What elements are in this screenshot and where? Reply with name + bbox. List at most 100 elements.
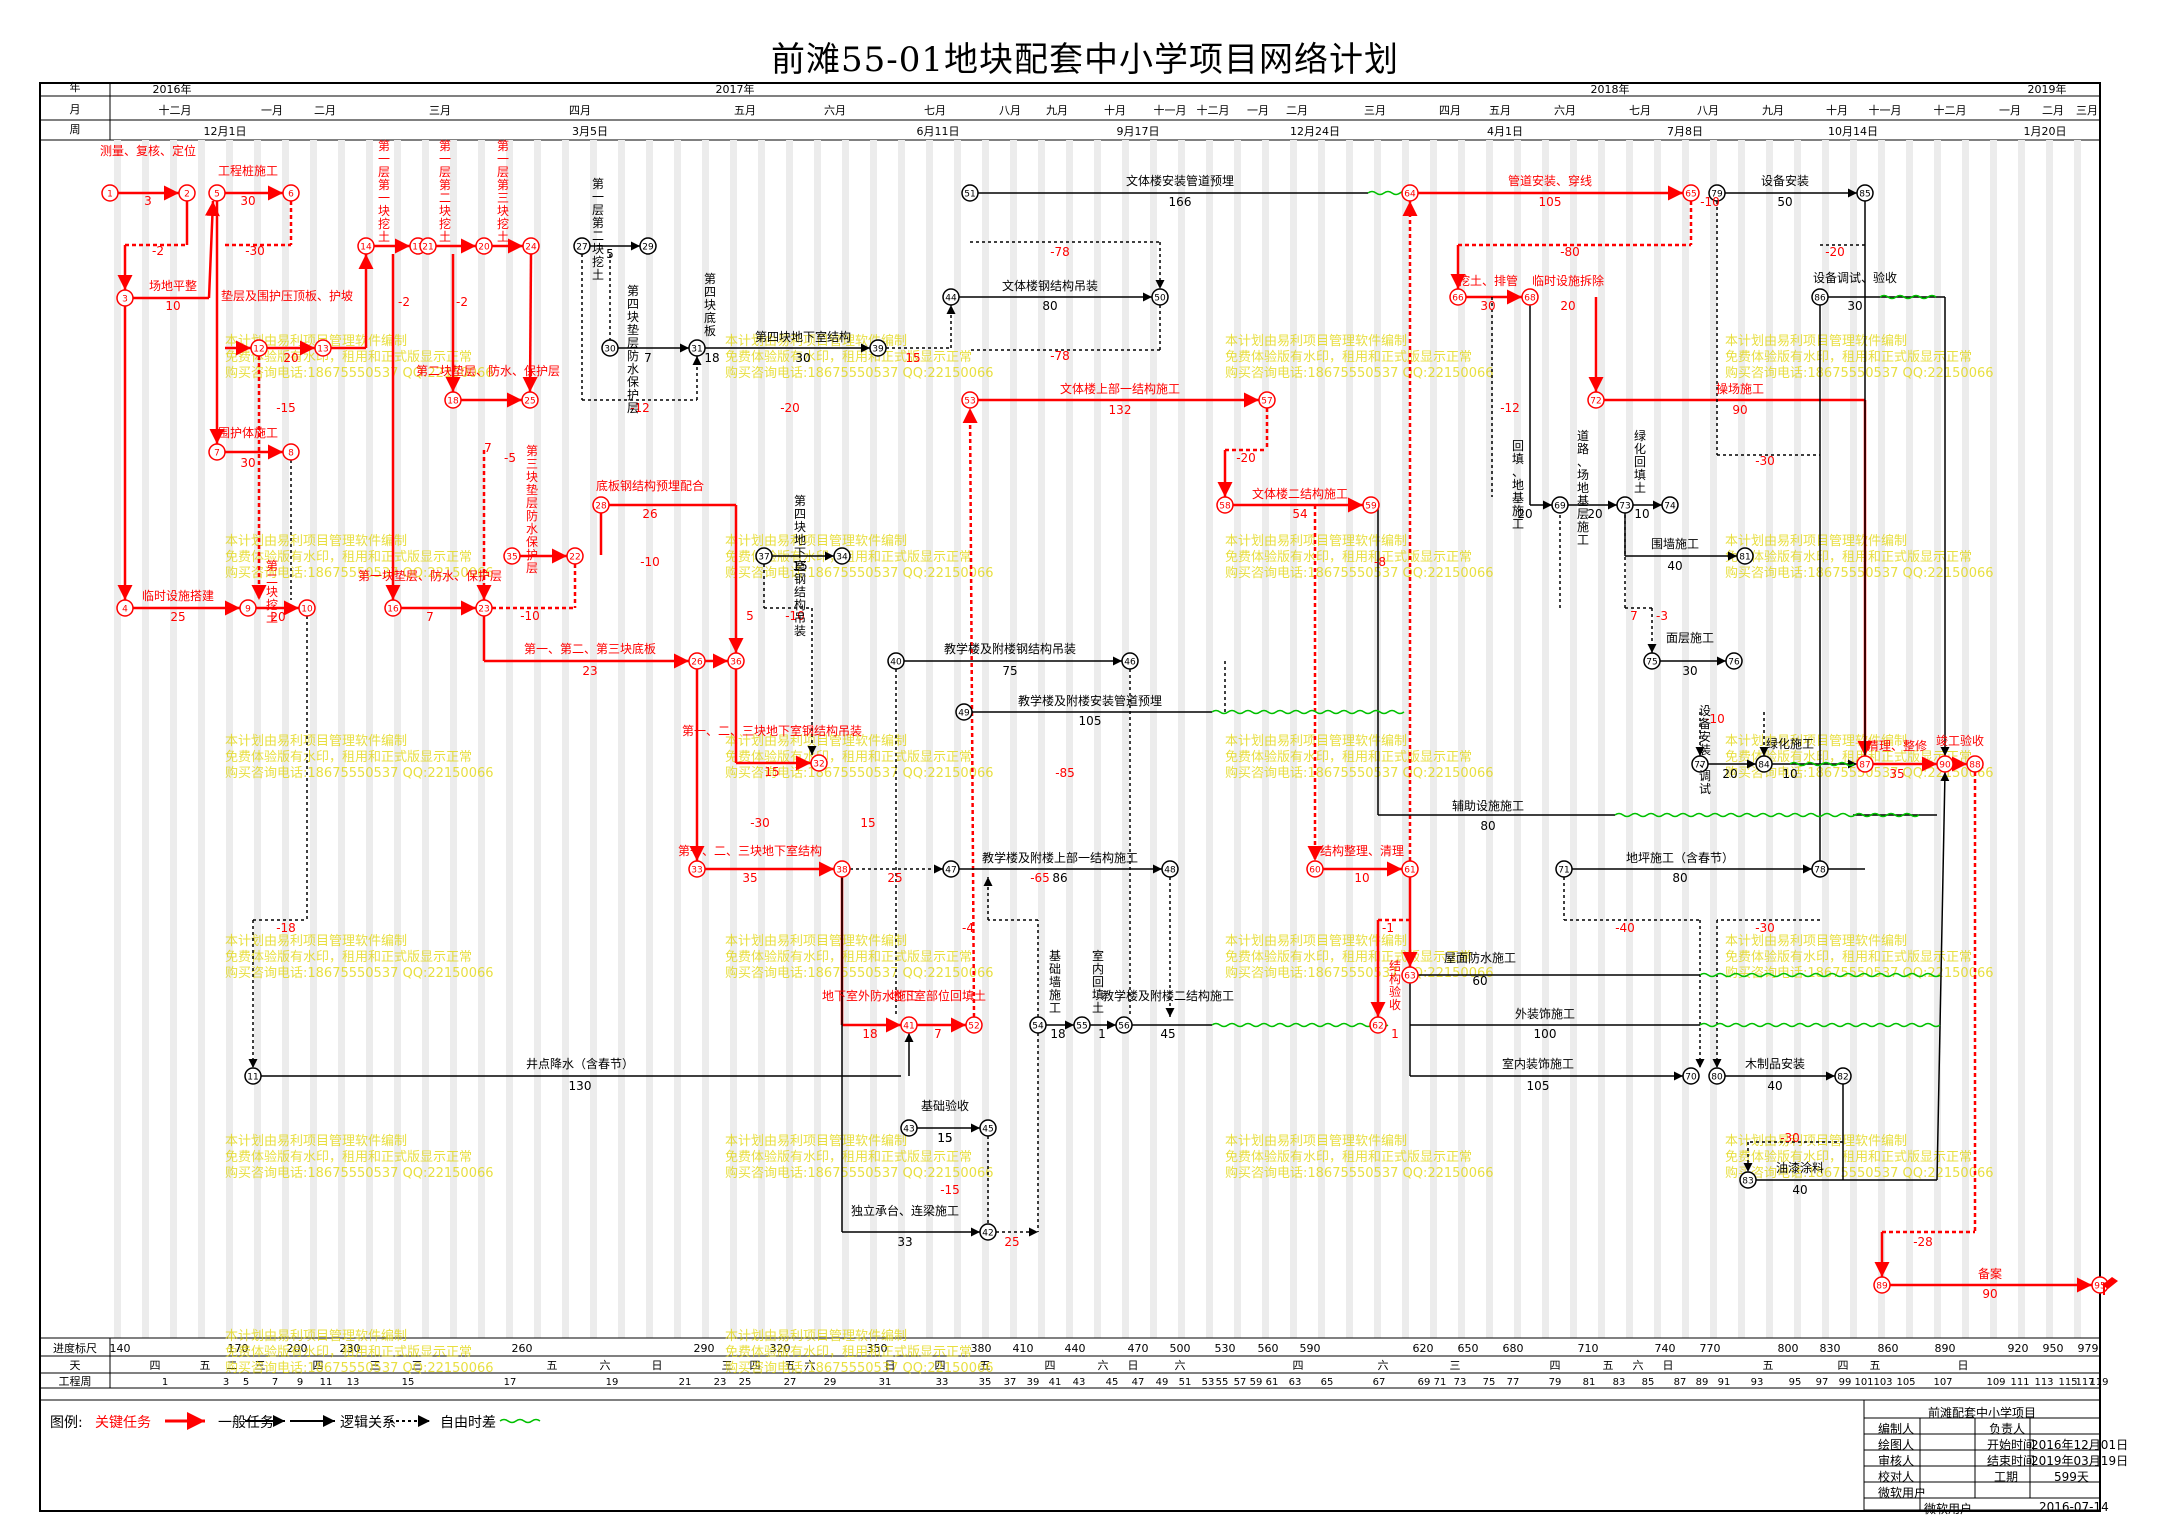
node-circle (688, 860, 706, 878)
node-number: 88 (1969, 761, 1981, 771)
watermark-text: 购买咨询电话:18675550537 QQ:22150066 (225, 1360, 494, 1376)
node-number: 4 (122, 605, 128, 615)
task-label: 60 (1472, 974, 1487, 988)
task-label: 基础验收 (921, 1098, 969, 1113)
task-label: 7 (644, 351, 652, 365)
month-label: 十一月 (1869, 103, 1902, 117)
project-week-label: 53 (1202, 1377, 1215, 1388)
node-circle (1161, 860, 1179, 878)
grid-band (1822, 140, 1829, 1338)
grid-band (1262, 140, 1269, 1338)
project-week-label: 3 (223, 1377, 229, 1388)
float-label: -1 (1382, 921, 1394, 935)
watermark-text: 本计划由易利项目管理软件编制 (725, 534, 907, 549)
day-label: 三 (1450, 1359, 1461, 1372)
info-date: 2016-07-14 (2039, 1500, 2109, 1514)
watermark-text: 购买咨询电话:18675550537 QQ:22150066 (225, 565, 494, 581)
node-circle (1691, 755, 1709, 773)
node-circle (1661, 496, 1679, 514)
node-number: 5 (214, 190, 220, 200)
task-label: 54 (1292, 507, 1307, 521)
scale-label: 440 (1065, 1342, 1086, 1355)
project-week-label: 29 (824, 1377, 837, 1388)
info-key: 编制人 (1878, 1422, 1915, 1436)
task-label: 教学楼及附楼钢结构吊装 (944, 641, 1076, 656)
watermark-text: 免费体验版有水印，租用和正式版显示正常 (1725, 1149, 1972, 1165)
day-label: 四 (150, 1359, 161, 1372)
info-value: 2016年12月01日 (2031, 1438, 2129, 1452)
node-number: 65 (1685, 190, 1696, 200)
node-circle (250, 339, 268, 357)
project-week-label: 81 (1583, 1377, 1596, 1388)
float-label: -20 (1236, 451, 1256, 465)
node-number: 16 (387, 605, 399, 615)
node-circle (1401, 860, 1419, 878)
grid-band (954, 140, 961, 1338)
project-week-label: 9 (297, 1377, 303, 1388)
task-label: 80 (1042, 299, 1057, 313)
year-label: 2016年 (153, 82, 192, 96)
scale-label: 830 (1820, 1342, 1841, 1355)
node-circle (1521, 288, 1539, 306)
task-label: 围护体施工 (218, 426, 278, 440)
header-row-label: 月 (70, 103, 81, 116)
watermark-text: 免费体验版有水印，租用和正式版显示正常 (1725, 349, 1972, 365)
task-label: 1 (1098, 1027, 1106, 1041)
float-label: -80 (1560, 245, 1580, 259)
month-label: 三月 (429, 104, 451, 117)
legend-icons (165, 1412, 541, 1430)
watermark-text: 本计划由易利项目管理软件编制 (725, 934, 907, 949)
task-label: 30 (240, 194, 255, 208)
grid-band (590, 140, 597, 1338)
watermark-text: 本计划由易利项目管理软件编制 (225, 1134, 407, 1149)
float-label: 25 (1004, 1235, 1019, 1249)
week-label: 7月8日 (1667, 125, 1703, 138)
watermark-text: 免费体验版有水印，租用和正式版显示正常 (1725, 949, 1972, 965)
node-number: 87 (1859, 761, 1870, 771)
scale-label: 140 (110, 1342, 131, 1355)
node-number: 28 (595, 502, 607, 512)
node-number: 18 (447, 397, 459, 407)
watermark-text: 购买咨询电话:18675550537 QQ:22150066 (1725, 1165, 1994, 1181)
grid-band (2046, 140, 2053, 1338)
grid-band (1962, 140, 1969, 1338)
project-week-label: 85 (1642, 1377, 1655, 1388)
task-label: 操场施工 (1716, 381, 1764, 396)
node-circle (979, 1119, 997, 1137)
node-number: 25 (524, 397, 535, 407)
task-label: 15 (937, 1131, 952, 1145)
grid-band (254, 140, 261, 1338)
node-circle (833, 860, 851, 878)
project-week-label: 101 (1854, 1377, 1873, 1388)
watermark-text: 购买咨询电话:18675550537 QQ:22150066 (1225, 1165, 1494, 1181)
task-label: 10 (1634, 507, 1649, 521)
node-number: 74 (1664, 502, 1676, 512)
node-number: 45 (982, 1125, 993, 1135)
grid-band (1850, 140, 1857, 1338)
node-number: 76 (1728, 658, 1740, 668)
info-user: 微软用户 (1878, 1486, 1927, 1500)
node-circle (1362, 496, 1380, 514)
node-number: 48 (1164, 866, 1176, 876)
float-label-layer: -2-30-15-18-2-2-5-10-12-20-10-30-1051515… (152, 195, 1933, 1249)
task-label: 第一、二、三块地下室钢结构吊装 (682, 723, 862, 738)
node-circle (1401, 184, 1419, 202)
project-week-label: 57 (1234, 1377, 1247, 1388)
scale-label: 320 (770, 1342, 791, 1355)
grid-band (1738, 140, 1745, 1338)
task-label: 教学楼及附楼安装管道预埋 (1018, 693, 1162, 708)
watermark-text: 本计划由易利项目管理软件编制 (1725, 934, 1907, 949)
project-week-label: 119 (2089, 1377, 2108, 1388)
project-week-label: 65 (1321, 1377, 1334, 1388)
watermark-text: 购买咨询电话:18675550537 QQ:22150066 (1225, 565, 1494, 581)
month-label: 一月 (1999, 104, 2021, 117)
watermark-text: 购买咨询电话:18675550537 QQ:22150066 (725, 565, 994, 581)
scale-label: 470 (1128, 1342, 1149, 1355)
task-label: 26 (642, 507, 657, 521)
grid-band (1570, 140, 1577, 1338)
node-circle (282, 443, 300, 461)
node-number: 82 (1837, 1073, 1848, 1083)
week-label: 12月1日 (204, 125, 247, 138)
node-circle (282, 184, 300, 202)
watermark-layer: 本计划由易利项目管理软件编制免费体验版有水印，租用和正式版显示正常购买咨询电话:… (225, 334, 1994, 1376)
